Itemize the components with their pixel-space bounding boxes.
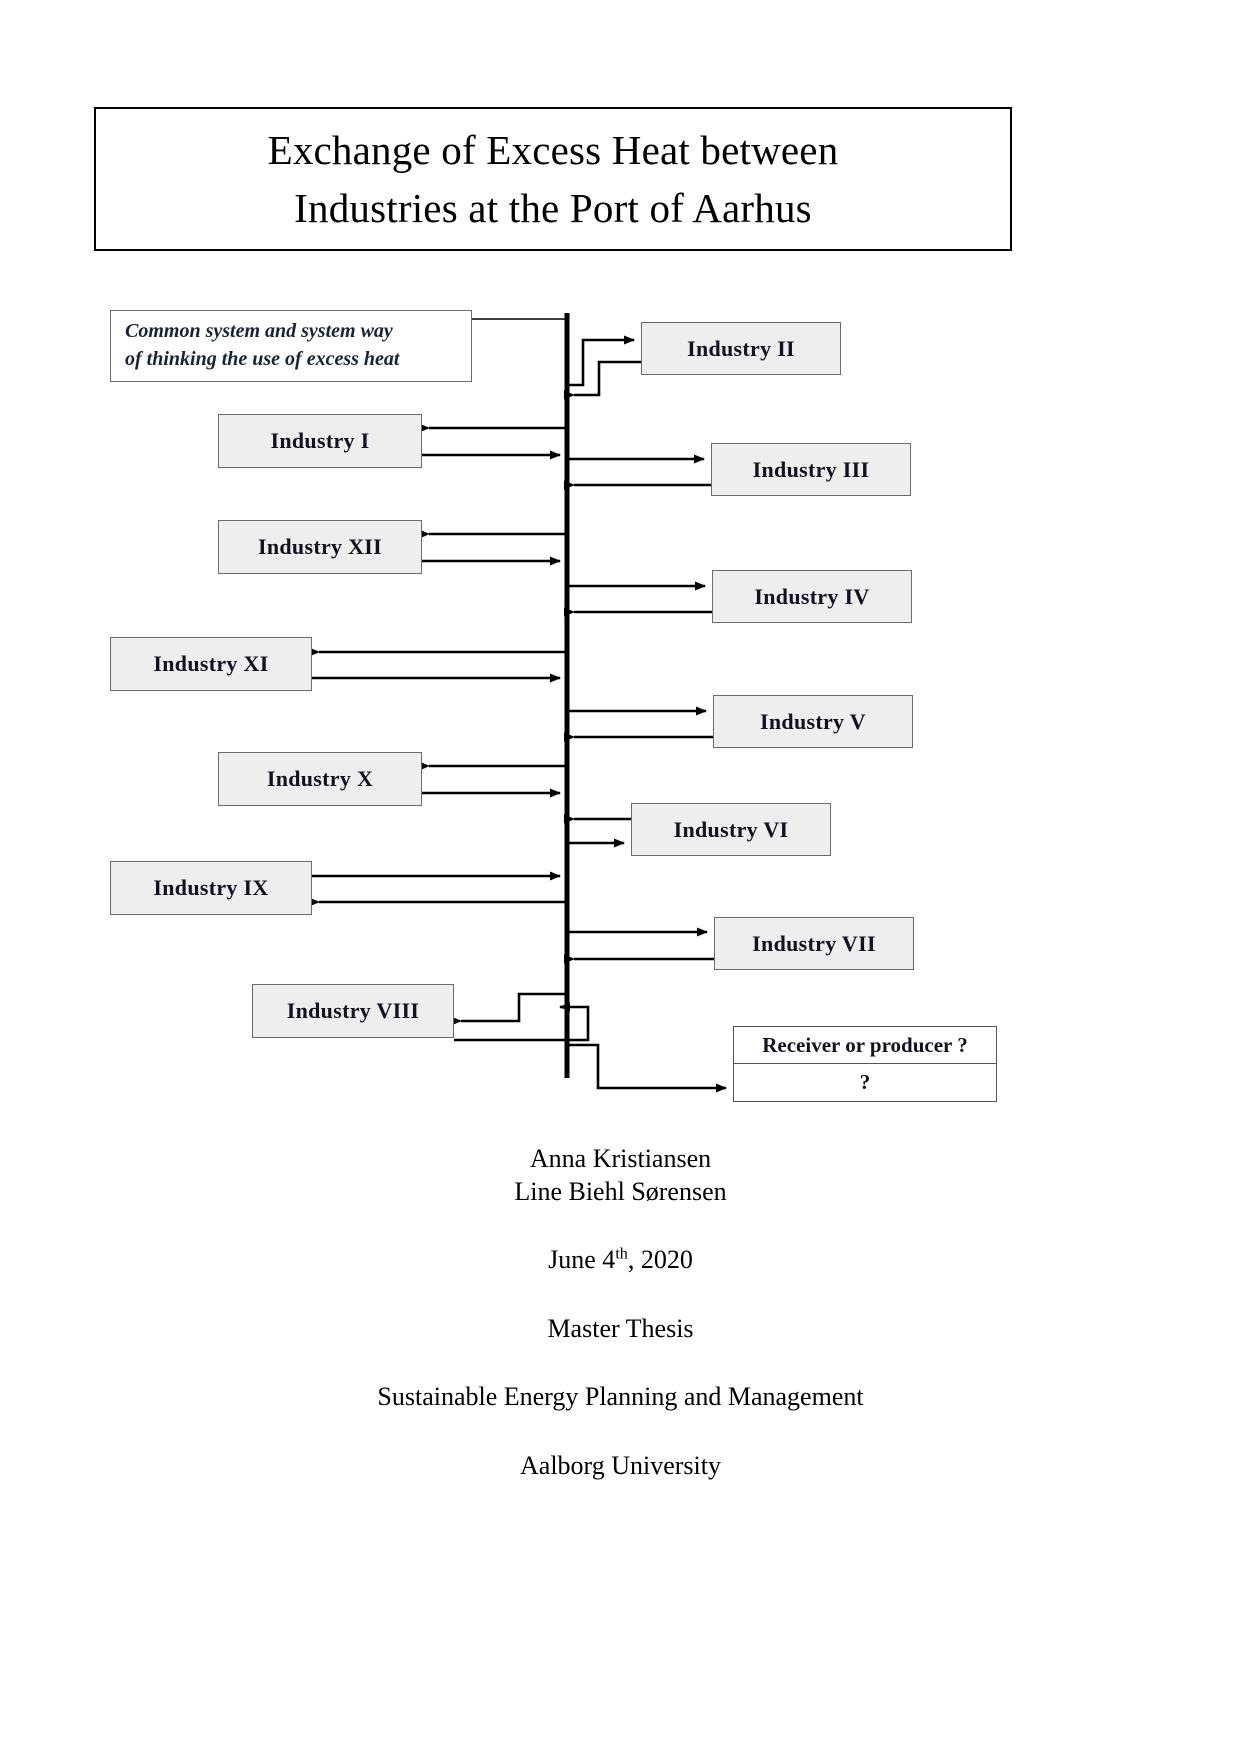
connector-industry-viii	[451, 992, 590, 1042]
node-industry-vi[interactable]: Industry VI	[631, 803, 831, 856]
title-page-footer: Anna Kristiansen Line Biehl Sørensen Jun…	[0, 1143, 1241, 1482]
thesis-type: Master Thesis	[547, 1313, 694, 1343]
connector-receiver-producer	[567, 1043, 727, 1093]
node-industry-x[interactable]: Industry X	[218, 752, 422, 806]
page-title-line-2: Industries at the Port of Aarhus	[294, 185, 812, 231]
date-ordinal-suffix: th	[615, 1245, 628, 1263]
connector-industry-i	[419, 423, 567, 460]
common-system-note-box: Common system and system way of thinking…	[110, 310, 472, 382]
node-industry-i[interactable]: Industry I	[218, 414, 422, 468]
node-receiver-or-producer[interactable]: Receiver or producer ? ?	[733, 1026, 997, 1102]
author-2: Line Biehl Sørensen	[514, 1176, 727, 1206]
programme-name: Sustainable Energy Planning and Manageme…	[377, 1382, 864, 1411]
node-industry-vii[interactable]: Industry VII	[714, 917, 914, 970]
connector-industry-xi	[309, 647, 567, 683]
submission-date: June 4th, 2020	[0, 1244, 1241, 1277]
author-1: Anna Kristiansen	[529, 1144, 712, 1173]
note-line-2: of thinking the use of excess heat	[125, 348, 400, 370]
node-industry-xii[interactable]: Industry XII	[218, 520, 422, 574]
note-line-1: Common system and system way	[125, 320, 393, 343]
connector-industry-v	[564, 706, 713, 742]
university-name: Aalborg University	[520, 1450, 721, 1480]
connector-industry-vii	[564, 927, 714, 964]
node-industry-iii[interactable]: Industry III	[711, 443, 911, 496]
connector-industry-vi	[564, 814, 631, 848]
connector-industry-iv	[564, 581, 712, 617]
page-title-line-1: Exchange of Excess Heat between	[267, 126, 839, 173]
connector-industry-iii	[564, 454, 711, 490]
node-industry-xi[interactable]: Industry XI	[110, 637, 312, 691]
node-industry-viii[interactable]: Industry VIII	[252, 984, 454, 1038]
date-rest: , 2020	[627, 1245, 693, 1274]
date-prefix: June 4	[548, 1245, 616, 1274]
node-industry-ix[interactable]: Industry IX	[110, 861, 312, 915]
connector-industry-xii	[419, 529, 567, 566]
connector-industry-ii	[564, 335, 641, 400]
connector-industry-ix	[309, 871, 567, 907]
node-industry-iv[interactable]: Industry IV	[712, 570, 912, 623]
document-title-box: Exchange of Excess Heat between Industri…	[94, 107, 1012, 251]
connector-industry-x	[419, 761, 567, 798]
receiver-title: Receiver or producer ?	[734, 1027, 996, 1064]
receiver-value: ?	[859, 1070, 871, 1094]
node-industry-v[interactable]: Industry V	[713, 695, 913, 748]
node-industry-ii[interactable]: Industry II	[641, 322, 841, 375]
